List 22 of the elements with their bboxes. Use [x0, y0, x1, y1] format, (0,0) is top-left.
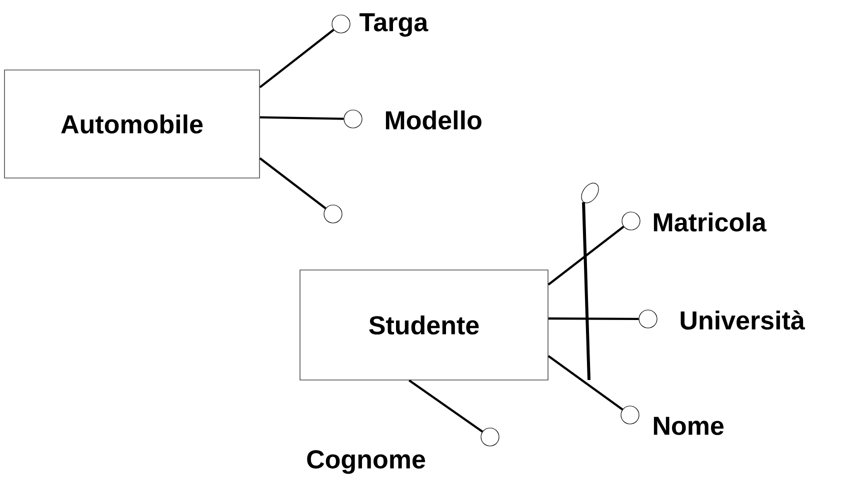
- attribute-circle: [480, 428, 500, 446]
- attribute-label: Cognome: [307, 450, 426, 474]
- attribute-label: Matricola: [654, 212, 767, 232]
- attribute-label: Targa: [360, 13, 428, 37]
- connector-line: [548, 226, 624, 286]
- attribute-circle: [638, 310, 658, 328]
- attribute-circle: [332, 14, 350, 34]
- attribute-label: Nome: [654, 416, 724, 436]
- attribute-circle: [344, 110, 362, 128]
- connector-line: [548, 317, 639, 320]
- attribute-label: Università: [680, 310, 805, 330]
- entity-box: Automobile: [4, 70, 260, 178]
- attribute-label: Modello: [386, 110, 482, 130]
- entity-box: Studente: [300, 270, 548, 380]
- attribute-circle: [622, 212, 640, 230]
- connector-line: [408, 379, 484, 433]
- connector-line: [548, 355, 624, 410]
- connector-line: [259, 157, 326, 210]
- attribute-circle: [324, 204, 342, 224]
- attribute-circle: [620, 406, 640, 424]
- connector-line: [259, 28, 334, 88]
- connector-line: [260, 116, 344, 120]
